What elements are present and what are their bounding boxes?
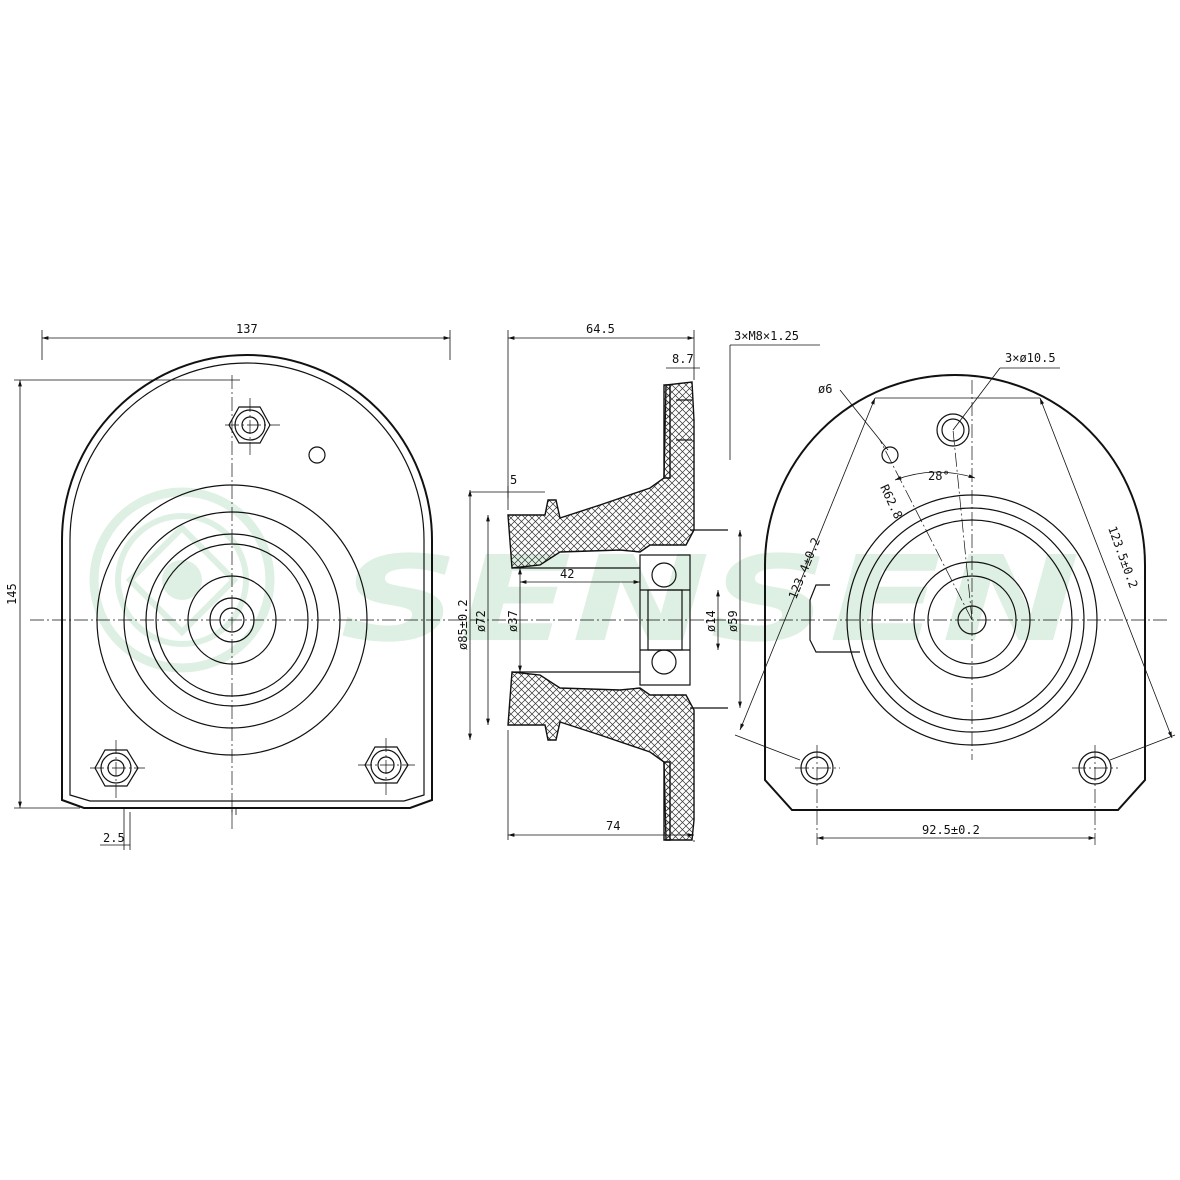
rear-hole-bottom-right xyxy=(1072,745,1118,845)
thread-label: 3×M8×1.25 xyxy=(734,329,799,343)
label-dia-6: ø6 xyxy=(818,382,832,396)
nut-top xyxy=(225,398,280,455)
dim-64-5: 64.5 xyxy=(586,322,615,336)
nut-bottom-right xyxy=(358,738,415,795)
section-body-top xyxy=(507,381,695,569)
rear-small-hole xyxy=(881,446,899,464)
front-outline-inner xyxy=(69,362,425,802)
dim-height-145: 145 xyxy=(5,583,19,605)
label-holes: 3×ø10.5 xyxy=(1005,351,1056,365)
front-view: 137 145 2.5 xyxy=(5,322,470,850)
label-angle: 28° xyxy=(928,469,950,483)
dim-dia-37: ø37 xyxy=(506,610,520,632)
watermark-text: SENSEN xyxy=(340,530,1080,668)
dim-5: 5 xyxy=(510,473,517,487)
section-body-bottom xyxy=(507,671,695,841)
front-pin-hole xyxy=(308,446,326,464)
rear-view: ø6 3×ø10.5 28° R62.8 123.4±0.2 123.5±0.2… xyxy=(734,351,1176,845)
front-ring-outer xyxy=(96,484,368,756)
front-outline xyxy=(61,354,433,809)
front-center-hole xyxy=(219,607,245,633)
section-flange-top xyxy=(663,384,671,479)
rear-hole-bottom-left xyxy=(795,745,840,845)
dim-width-137: 137 xyxy=(236,322,258,336)
dim-offset-2-5: 2.5 xyxy=(103,831,125,845)
bearing xyxy=(639,554,691,686)
watermark: SENSEN xyxy=(89,487,1080,673)
watermark-logo-icon xyxy=(89,487,275,673)
label-radius: R62.8 xyxy=(877,482,905,521)
rear-center-hole xyxy=(957,605,987,635)
dim-dia-59: ø59 xyxy=(726,610,740,632)
dim-hole-spacing: 92.5±0.2 xyxy=(922,823,980,837)
dim-dia-85: ø85±0.2 xyxy=(456,599,470,650)
dim-74: 74 xyxy=(606,819,620,833)
dim-8-7: 8.7 xyxy=(672,352,694,366)
dim-dia-14: ø14 xyxy=(704,610,718,632)
section-flange-bottom xyxy=(663,761,671,841)
dim-42: 42 xyxy=(560,567,574,581)
dim-dia-72: ø72 xyxy=(474,610,488,632)
nut-bottom-left xyxy=(90,740,145,800)
rear-hole-top xyxy=(936,413,970,447)
section-view: 64.5 3×M8×1.25 8.7 5 42 ø85±0.2 ø72 ø37 … xyxy=(456,322,820,842)
